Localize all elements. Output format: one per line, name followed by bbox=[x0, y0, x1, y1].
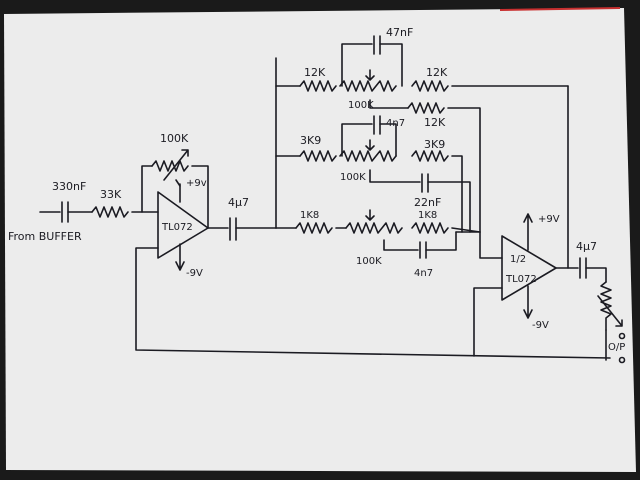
opamp2-half-label: 1/2 bbox=[510, 254, 526, 265]
top-left-resistor-label: 12K bbox=[304, 66, 326, 79]
mid-left-resistor-label: 3K9 bbox=[300, 134, 321, 147]
opamp2-neg-supply bbox=[523, 285, 533, 319]
mid-cap-bridge bbox=[341, 123, 373, 157]
feedback-pot-label: 100K bbox=[160, 132, 189, 145]
output-label: O/P bbox=[608, 342, 625, 353]
opamp2-triangle bbox=[501, 235, 557, 301]
input-resistor-label: 33K bbox=[100, 188, 122, 201]
low-right-resistor bbox=[411, 222, 449, 234]
mid-capacitor-4n7 bbox=[373, 115, 381, 135]
top-pot-label: 100K bbox=[348, 100, 374, 111]
opamp1-pos-label: +9v bbox=[186, 178, 207, 189]
top-lower-return bbox=[447, 107, 481, 233]
mid-left-resistor bbox=[299, 150, 337, 162]
top-cap-label: 47nF bbox=[386, 26, 413, 39]
mid-right-resistor bbox=[411, 150, 449, 162]
mid-lower-return bbox=[427, 181, 471, 233]
input-resistor bbox=[91, 206, 129, 218]
mid-right-resistor-label: 3K9 bbox=[424, 138, 445, 151]
low-lower-wire bbox=[383, 239, 419, 251]
mid-cap-label: 4n7 bbox=[386, 118, 405, 129]
low-left-resistor bbox=[295, 222, 333, 234]
top-right-resistor-label: 12K bbox=[426, 66, 448, 79]
mid-right-wire bbox=[451, 155, 463, 233]
opamp2-noninv-wire bbox=[473, 287, 503, 357]
top-capacitor-47nf bbox=[373, 35, 381, 55]
coupling-cap2-label: 4μ7 bbox=[576, 240, 597, 253]
mid-lower-cap-label: 22nF bbox=[414, 196, 441, 209]
top-lower-resistor bbox=[407, 102, 445, 114]
opamp1-noninv-wire bbox=[135, 247, 611, 359]
output-pot-arrow bbox=[597, 295, 623, 327]
opamp1-neg-label: -9V bbox=[186, 268, 203, 279]
low-left-resistor-label: 1K8 bbox=[300, 210, 319, 221]
coupling-wire-2 bbox=[585, 267, 607, 283]
low-pot bbox=[345, 222, 403, 234]
red-marker-edge bbox=[499, 7, 621, 11]
top-pot-wiper bbox=[365, 69, 375, 81]
top-lower-resistor-label: 12K bbox=[424, 116, 446, 129]
low-pot-wiper bbox=[365, 209, 375, 221]
output-terminal-top bbox=[618, 332, 626, 340]
top-cap-bridge-right bbox=[379, 43, 403, 87]
opamp2-label: TL072 bbox=[505, 274, 537, 285]
feedback-pot-arrow bbox=[163, 149, 189, 181]
low-pot-label: 100K bbox=[356, 256, 382, 267]
top-right-resistor bbox=[411, 80, 449, 92]
opamp2-neg-label: -9V bbox=[532, 320, 549, 331]
coupling-cap1-label: 4μ7 bbox=[228, 196, 249, 209]
opamp2-pos-supply bbox=[523, 213, 533, 251]
top-left-resistor bbox=[299, 80, 337, 92]
mid-lower-wire bbox=[369, 169, 421, 183]
coupling-capacitor-1 bbox=[229, 217, 237, 241]
mid-pot-wiper bbox=[365, 139, 375, 151]
mid-pot bbox=[339, 150, 397, 162]
output-terminal-bottom bbox=[618, 356, 626, 364]
opamp1-label: TL072 bbox=[161, 222, 193, 233]
top-pot bbox=[339, 80, 397, 92]
opamp1-triangle bbox=[157, 191, 209, 259]
input-cap-label: 330nF bbox=[52, 180, 86, 193]
low-lower-cap-label: 4n7 bbox=[414, 268, 433, 279]
opamp1-neg-supply bbox=[175, 243, 185, 271]
opamp2-pos-label: +9V bbox=[538, 214, 560, 225]
top-cap-bridge bbox=[341, 43, 373, 87]
low-right-resistor-label: 1K8 bbox=[418, 210, 437, 221]
mid-pot-label: 100K bbox=[340, 172, 366, 183]
opamp1-feedback-wire bbox=[141, 165, 153, 213]
low-lower-return bbox=[425, 231, 457, 251]
from-buffer-label: From BUFFER bbox=[8, 230, 82, 243]
output-pot bbox=[600, 281, 612, 331]
mid-lower-capacitor-22nf bbox=[421, 173, 429, 193]
top-lower-wire bbox=[369, 99, 409, 109]
mid-cap-bridge-right bbox=[379, 123, 397, 157]
opamp1-feedback-return bbox=[191, 165, 209, 229]
feedback-pot bbox=[151, 160, 189, 172]
eq-collect-bus bbox=[455, 231, 503, 259]
